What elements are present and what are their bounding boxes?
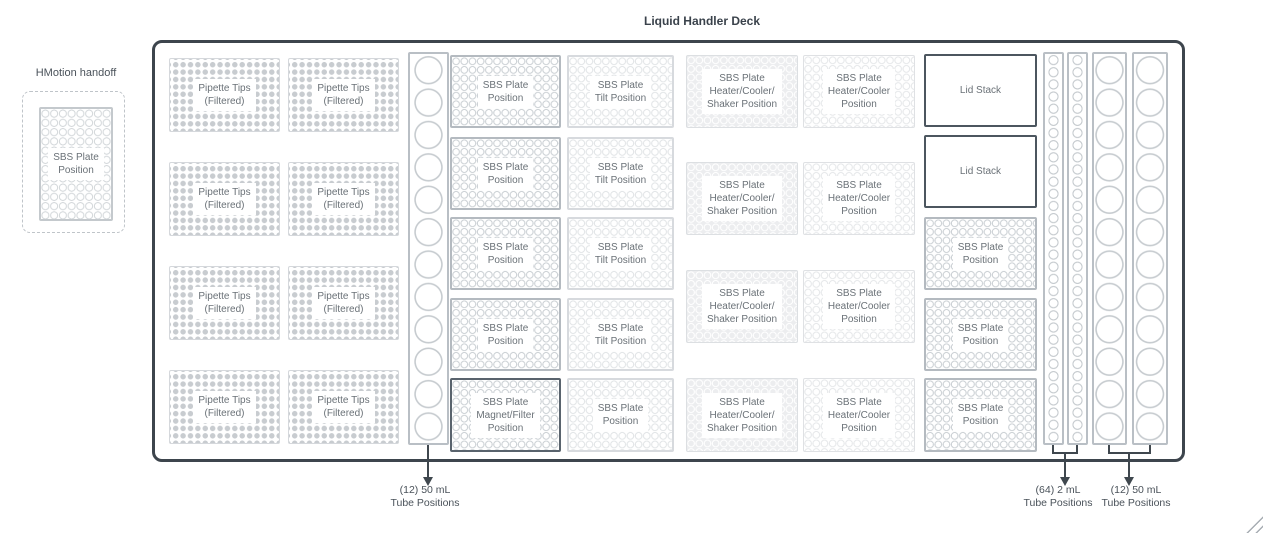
annotation-right-50ml: (12) 50 mL Tube Positions [1101, 484, 1171, 510]
heater-cooler-label: SBS Plate Heater/Cooler Position [822, 176, 896, 221]
arrow-line [1128, 452, 1130, 478]
pipette-tips-slot: Pipette Tips (Filtered) [169, 370, 280, 444]
resize-handle-icon [1241, 511, 1263, 533]
heater-cooler-slot: SBS Plate Heater/Cooler Position [803, 270, 915, 343]
sbs-plate-position-label: SBS Plate Position [952, 318, 1009, 351]
sbs-plate-position-label: SBS Plate Position [952, 399, 1009, 431]
tilt-position-label: SBS Plate Tilt Position [589, 157, 652, 190]
sbs-plate-position-label: SBS Plate Position [477, 75, 534, 108]
tilt-position-slot: SBS Plate Tilt Position [567, 298, 674, 371]
heater-cooler-label: SBS Plate Heater/Cooler Position [822, 392, 896, 438]
tilt-position-slot: SBS Plate Tilt Position [567, 55, 674, 128]
pipette-tips-slot: Pipette Tips (Filtered) [169, 162, 280, 236]
sbs-plate-position-label: SBS Plate Position [477, 318, 534, 351]
tilt-position-slot: SBS Plate Tilt Position [567, 217, 674, 290]
deck-title: Liquid Handler Deck [643, 14, 761, 28]
pipette-tips-label: Pipette Tips (Filtered) [193, 183, 256, 215]
heater-cooler-shaker-slot: SBS Plate Heater/Cooler/ Shaker Position [686, 162, 798, 235]
pipette-tips-slot: Pipette Tips (Filtered) [169, 266, 280, 340]
bracket-line [1076, 445, 1078, 454]
heater-cooler-slot: SBS Plate Heater/Cooler Position [803, 162, 915, 235]
sbs-plate-position-label: SBS Plate Position [477, 157, 534, 190]
hmotion-handoff-label: HMotion handoff [35, 67, 117, 79]
sbs-plate-position-label: SBS Plate Position [952, 237, 1009, 270]
sbs-plate-position-slot: SBS Plate Position [924, 298, 1037, 371]
handoff-sbs-plate-position-slot: SBS Plate Position [39, 107, 113, 221]
tube-strip-50ml-right [1132, 52, 1168, 445]
arrow-line [427, 445, 429, 478]
heater-cooler-slot: SBS Plate Heater/Cooler Position [803, 378, 915, 452]
pipette-tips-label: Pipette Tips (Filtered) [312, 79, 375, 111]
sbs-plate-position-slot: SBS Plate Position [924, 378, 1037, 452]
tilt-position-label: SBS Plate Tilt Position [589, 75, 652, 108]
heater-cooler-slot: SBS Plate Heater/Cooler Position [803, 55, 915, 128]
bracket-line [1149, 445, 1151, 454]
pipette-tips-slot: Pipette Tips (Filtered) [169, 58, 280, 132]
tilt-position-label: SBS Plate Tilt Position [589, 237, 652, 270]
heater-cooler-shaker-slot: SBS Plate Heater/Cooler/ Shaker Position [686, 378, 798, 452]
sbs-plate-position-slot: SBS Plate Position [924, 217, 1037, 290]
lid-stack-slot: Lid Stack [924, 135, 1037, 208]
pipette-tips-label: Pipette Tips (Filtered) [312, 183, 375, 215]
down-arrow-icon [423, 477, 433, 486]
heater-cooler-shaker-label: SBS Plate Heater/Cooler/ Shaker Position [701, 176, 783, 221]
pipette-tips-label: Pipette Tips (Filtered) [312, 391, 375, 423]
lid-stack-label: Lid Stack [954, 162, 1007, 181]
handoff-sbs-plate-position-label: SBS Plate Position [48, 148, 104, 180]
pipette-tips-label: Pipette Tips (Filtered) [193, 79, 256, 111]
heater-cooler-label: SBS Plate Heater/Cooler Position [822, 284, 896, 329]
arrow-line [1064, 452, 1066, 478]
pipette-tips-label: Pipette Tips (Filtered) [193, 391, 256, 423]
annotation-left-50ml: (12) 50 mL Tube Positions [390, 484, 460, 510]
sbs-plate-position-slot: SBS Plate Position [567, 378, 674, 452]
sbs-plate-position-slot: SBS Plate Position [450, 298, 561, 371]
heater-cooler-shaker-label: SBS Plate Heater/Cooler/ Shaker Position [701, 284, 783, 329]
bracket-line [1052, 445, 1054, 454]
tube-strip-2ml [1067, 52, 1088, 445]
sbs-plate-position-label: SBS Plate Position [477, 237, 534, 270]
sbs-plate-position-slot: SBS Plate Position [450, 217, 561, 290]
heater-cooler-shaker-slot: SBS Plate Heater/Cooler/ Shaker Position [686, 270, 798, 343]
sbs-plate-position-slot: SBS Plate Position [450, 137, 561, 210]
bracket-line [1108, 445, 1110, 454]
magnet-filter-position-label: SBS Plate Magnet/Filter Position [471, 392, 540, 438]
magnet-filter-position-slot: SBS Plate Magnet/Filter Position [450, 378, 561, 452]
tilt-position-slot: SBS Plate Tilt Position [567, 137, 674, 210]
lid-stack-label: Lid Stack [954, 81, 1007, 100]
pipette-tips-label: Pipette Tips (Filtered) [193, 287, 256, 319]
tube-strip-50ml-right [1092, 52, 1127, 445]
sbs-plate-position-slot: SBS Plate Position [450, 55, 561, 128]
tube-strip-2ml [1043, 52, 1064, 445]
down-arrow-icon [1124, 477, 1134, 486]
pipette-tips-slot: Pipette Tips (Filtered) [288, 162, 399, 236]
tilt-position-label: SBS Plate Tilt Position [589, 318, 652, 351]
pipette-tips-label: Pipette Tips (Filtered) [312, 287, 375, 319]
heater-cooler-shaker-label: SBS Plate Heater/Cooler/ Shaker Position [701, 69, 783, 114]
sbs-plate-position-label: SBS Plate Position [592, 399, 649, 431]
lid-stack-slot: Lid Stack [924, 54, 1037, 127]
pipette-tips-slot: Pipette Tips (Filtered) [288, 58, 399, 132]
tube-strip-50ml-left [408, 52, 449, 445]
pipette-tips-slot: Pipette Tips (Filtered) [288, 266, 399, 340]
annotation-right-2ml: (64) 2 mL Tube Positions [1023, 484, 1093, 510]
down-arrow-icon [1060, 477, 1070, 486]
heater-cooler-label: SBS Plate Heater/Cooler Position [822, 69, 896, 114]
pipette-tips-slot: Pipette Tips (Filtered) [288, 370, 399, 444]
heater-cooler-shaker-label: SBS Plate Heater/Cooler/ Shaker Position [701, 392, 783, 438]
heater-cooler-shaker-slot: SBS Plate Heater/Cooler/ Shaker Position [686, 55, 798, 128]
